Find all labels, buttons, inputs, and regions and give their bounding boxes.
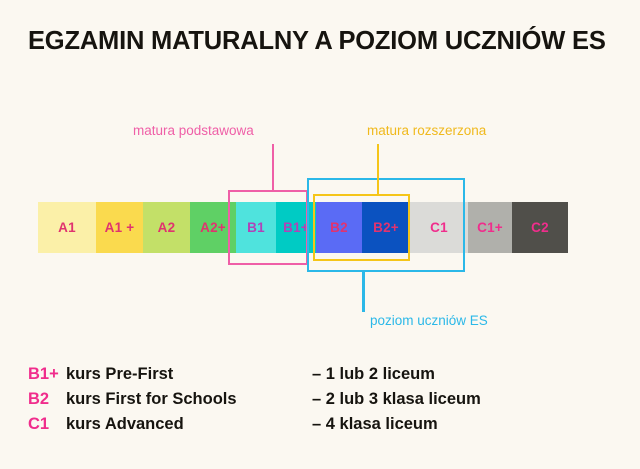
- legend-level-code: B1+: [28, 365, 59, 383]
- level-segment-c1: C1+: [468, 202, 512, 253]
- level-segment-label: B2: [330, 220, 348, 235]
- legend-course-name: kurs Advanced: [66, 415, 184, 433]
- legend-school-grade: – 1 lub 2 liceum: [312, 365, 435, 383]
- annotation-label-matura-rozszerzona: matura rozszerzona: [367, 123, 487, 138]
- level-segment-label: B2+: [373, 220, 399, 235]
- highlight-box-poziom-uczniow-es: [307, 178, 465, 272]
- level-segment-label: A2: [157, 220, 176, 235]
- connector-line-matura-rozszerzona: [377, 144, 379, 195]
- legend-course-name: kurs First for Schools: [66, 390, 237, 408]
- connector-line-poziom-uczniow-es: [362, 271, 365, 312]
- level-segment-b2: B2+: [362, 202, 410, 253]
- level-segment-c1: C1: [410, 202, 468, 253]
- highlight-box-matura-rozszerzona: [313, 194, 410, 261]
- level-segment-b1: B1+: [276, 202, 316, 253]
- level-segment-a2: A2: [143, 202, 190, 253]
- cefr-level-bar: A1 A1 + A2 A2+ B1 B1+ B2 B2+ C1 C1+ C2: [38, 202, 568, 253]
- page-title: EGZAMIN MATURALNY A POZIOM UCZNIÓW ES: [28, 27, 606, 55]
- level-segment-label: C2: [531, 220, 549, 235]
- level-segment-b1: B1: [236, 202, 276, 253]
- legend-row: B2 kurs First for Schools – 2 lub 3 klasa …: [28, 390, 481, 415]
- level-segment-c2: C2: [512, 202, 568, 253]
- level-segment-label: A2+: [200, 220, 226, 235]
- legend-school-grade: – 4 klasa liceum: [312, 415, 438, 433]
- level-segment-a1: A1 +: [96, 202, 143, 253]
- annotation-label-poziom-uczniow-es: poziom uczniów ES: [370, 313, 488, 328]
- level-segment-a1: A1: [38, 202, 96, 253]
- annotation-label-matura-podstawowa: matura podstawowa: [133, 123, 254, 138]
- level-segment-label: C1+: [477, 220, 503, 235]
- legend-school-grade: – 2 lub 3 klasa liceum: [312, 390, 481, 408]
- level-segment-label: A1 +: [104, 220, 135, 235]
- legend-row: B1+ kurs Pre-First – 1 lub 2 liceum: [28, 365, 481, 390]
- level-segment-label: A1: [58, 220, 76, 235]
- level-segment-label: B1: [247, 220, 265, 235]
- legend-row: C1 kurs Advanced – 4 klasa liceum: [28, 415, 481, 440]
- connector-line-matura-podstawowa: [272, 144, 274, 191]
- highlight-box-matura-podstawowa: [228, 190, 308, 265]
- level-segment-label: B1+: [283, 220, 309, 235]
- level-segment-label: C1: [430, 220, 448, 235]
- level-segment-b2: B2: [316, 202, 362, 253]
- legend-level-code: C1: [28, 415, 50, 433]
- legend-course-name: kurs Pre-First: [66, 365, 174, 383]
- legend-level-code: B2: [28, 390, 50, 408]
